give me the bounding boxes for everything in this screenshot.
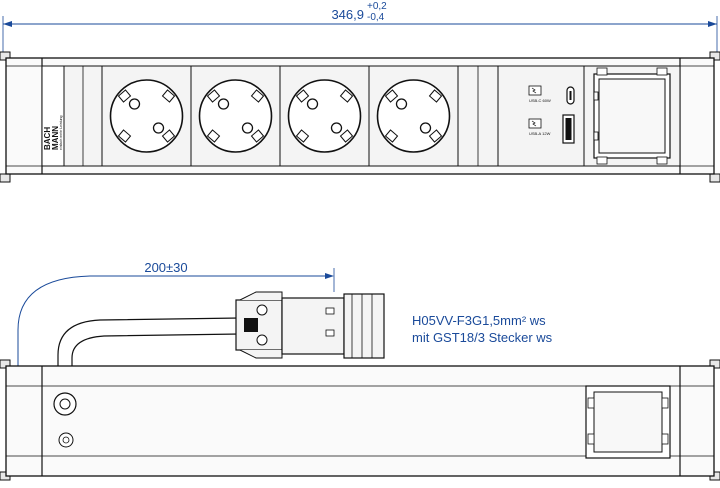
brand-logo: BACH MANN einfach mehr Leistung (43, 116, 63, 150)
usb-c-port: USB-C 60W (528, 85, 575, 105)
brand-tagline: einfach mehr Leistung (59, 116, 63, 150)
overall-length-dimension: 346,9 +0,2 -0,4 (2, 1, 718, 60)
length-tolerance-lower: -0,4 (367, 12, 385, 23)
data-frame-top (593, 67, 671, 165)
length-tolerance-upper: +0,2 (367, 1, 387, 12)
usb-a-label: USB-A 12W (529, 131, 551, 136)
cable-spec-line2: mit GST18/3 Stecker ws (412, 330, 553, 345)
connection-cable (57, 317, 241, 400)
schuko-socket-3 (279, 65, 370, 167)
cable-length-value: 200±30 (144, 260, 187, 275)
schuko-sockets (101, 65, 459, 167)
usb-module: USB-C 60W USB-A 12W (528, 85, 575, 144)
schuko-socket-2 (190, 65, 281, 167)
usb-c-label: USB-C 60W (529, 98, 551, 103)
length-value: 346,9 (331, 7, 364, 22)
brand-line2: MANN (51, 126, 60, 150)
schuko-socket-4 (368, 65, 459, 167)
cable-spec-line1: H05VV-F3G1,5mm² ws (412, 313, 546, 328)
gst18-plug (235, 291, 385, 359)
brand-line1: BACH (43, 127, 52, 150)
power-strip-side-view (0, 359, 720, 481)
usb-a-port: USB-A 12W (528, 114, 575, 144)
schuko-socket-1 (101, 65, 192, 167)
